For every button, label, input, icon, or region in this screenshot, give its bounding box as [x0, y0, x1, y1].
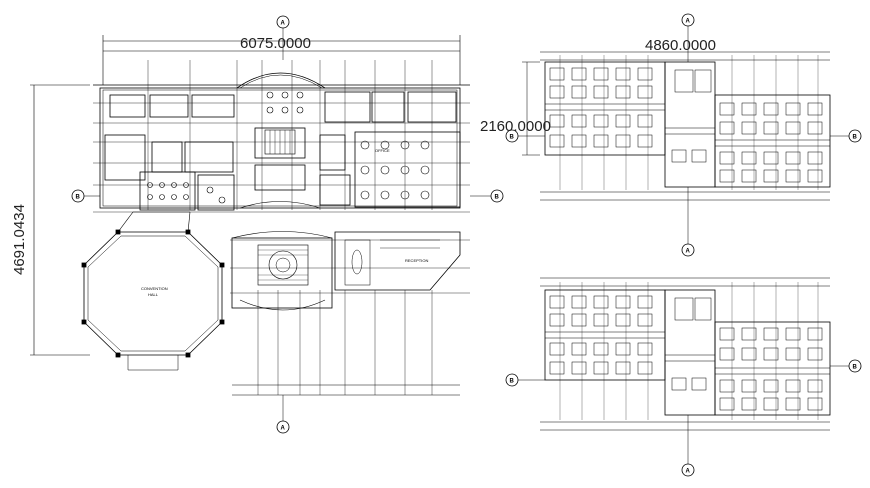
- typical-section-b-left: B: [510, 135, 515, 141]
- typical-floor-plan: [505, 13, 862, 257]
- section-marker-a-bottom: A: [281, 426, 286, 432]
- site-plan: [30, 15, 504, 434]
- site-height-dimension: 4691.0434: [11, 204, 28, 275]
- typical-width-dimension: 4860.0000: [645, 37, 716, 54]
- convention-hall-label-2: HALL: [148, 292, 159, 297]
- section-marker-a-top: A: [281, 21, 286, 27]
- reception-label: RECEPTION: [405, 258, 428, 263]
- upper-floor-plan: [505, 277, 862, 477]
- convention-hall: [81, 211, 225, 371]
- typical-section-b-right: B: [853, 135, 858, 141]
- typical-section-a-bottom: A: [686, 249, 691, 255]
- convention-hall-label: CONVENTION: [141, 286, 168, 291]
- upper-section-b-left: B: [510, 379, 515, 385]
- typical-height-dimension: 2160.0000: [480, 118, 551, 135]
- typical-section-a-top: A: [686, 19, 691, 25]
- site-width-dimension: 6075.0000: [240, 35, 311, 52]
- section-marker-b-left: B: [76, 195, 81, 201]
- upper-section-a-bottom: A: [686, 469, 691, 475]
- section-marker-b-right: B: [495, 195, 500, 201]
- upper-section-b-right: B: [853, 365, 858, 371]
- office-label: OFFICE: [375, 148, 390, 153]
